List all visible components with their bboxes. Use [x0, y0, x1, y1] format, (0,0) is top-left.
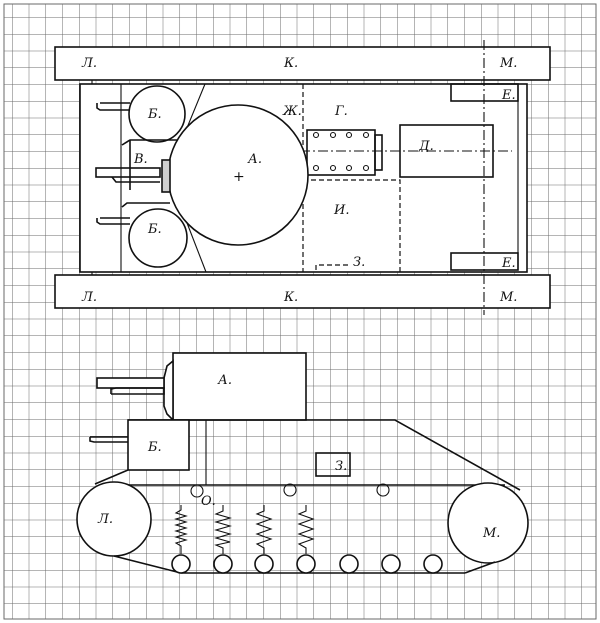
label-fighting-compartment: И. — [333, 203, 349, 218]
turret-side — [172, 352, 307, 421]
label-track-top-left: Л. — [81, 56, 97, 71]
label-idler-wheel: Л. — [97, 512, 113, 527]
track-top — [54, 46, 551, 81]
return-rollers — [190, 483, 390, 498]
sponson-top — [128, 85, 186, 143]
label-turret-top: А. — [247, 152, 262, 167]
suspension-springs — [174, 505, 315, 554]
label-drive-wheel: М. — [482, 526, 500, 541]
sponson-side — [127, 419, 190, 471]
side-view: А. Б. З. О. Л. М. — [76, 352, 529, 574]
idler-wheel — [76, 481, 152, 557]
bolts — [312, 131, 370, 172]
hull-gun-assembly — [95, 102, 178, 225]
label-engine-block: Г. — [334, 104, 348, 119]
label-sponson-top: Б. — [147, 107, 162, 122]
label-rear-top: Е. — [501, 88, 516, 103]
label-sponson-bottom: Б. — [147, 222, 162, 237]
label-hatch-side: З. — [335, 459, 347, 474]
label-track-bottom-mid: К. — [283, 290, 298, 305]
hatch-side — [315, 452, 351, 477]
label-compartment-wall: Ж. — [282, 104, 302, 119]
label-hatch-top: З. — [353, 255, 365, 270]
label-track-bottom-left: Л. — [81, 290, 97, 305]
label-turret-side: А. — [217, 373, 232, 388]
top-view: А. + Л. К. М. Л. К. — [54, 40, 551, 315]
label-track-top-right: М. — [499, 56, 517, 71]
label-rear-bottom: Е. — [501, 256, 516, 271]
hull-side-outline — [128, 419, 521, 491]
road-wheels — [171, 554, 443, 574]
label-engine-box: Д. — [418, 139, 434, 154]
label-hull-gun: В. — [133, 152, 148, 167]
label-track-bottom-right: М. — [499, 290, 517, 305]
track-bottom — [54, 274, 551, 309]
center-mark: + — [233, 169, 245, 185]
drive-wheel — [447, 482, 529, 564]
label-track-top-mid: К. — [283, 56, 298, 71]
label-sponson-side: Б. — [147, 440, 162, 455]
label-return-roller: О. — [201, 494, 216, 509]
sponson-bottom — [128, 208, 188, 268]
